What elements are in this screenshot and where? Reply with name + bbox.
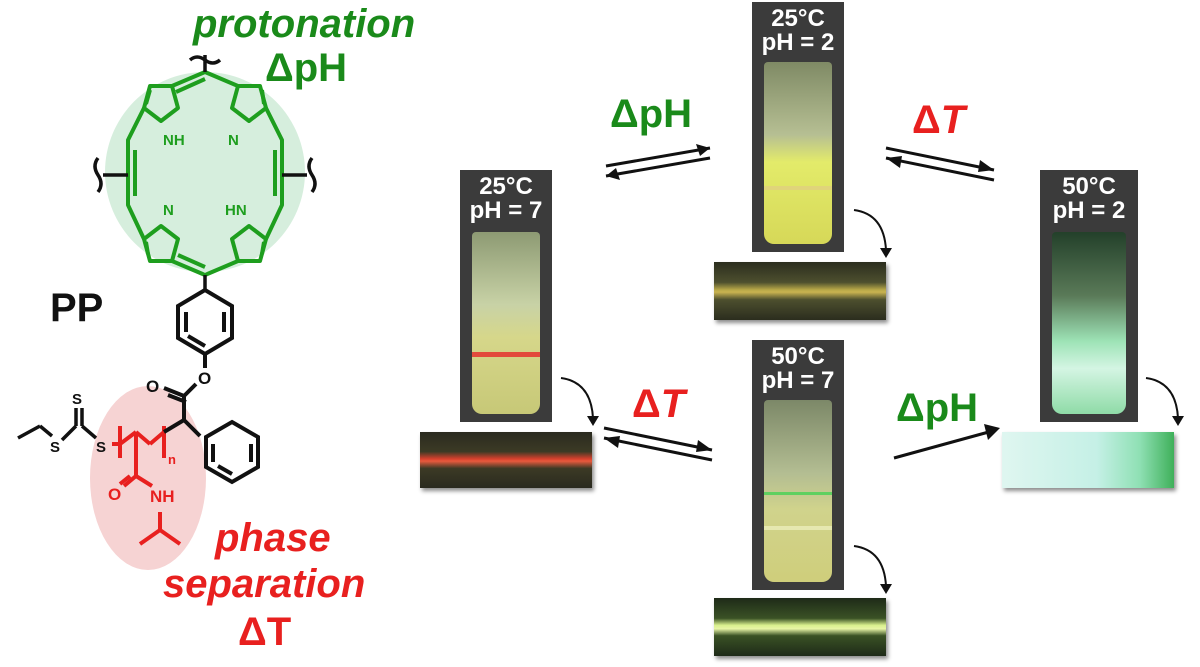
ester-bonds xyxy=(163,382,202,438)
vial-25c-ph2: 25°C pH = 2 xyxy=(752,2,844,252)
delta-ph-arrow-label-2: ΔpH xyxy=(896,386,979,430)
substituent-bonds xyxy=(93,55,317,290)
pnipam-highlight xyxy=(90,386,206,570)
phase-label: phase xyxy=(215,516,331,560)
s-label-2: S xyxy=(72,391,82,408)
equilibrium-arrow-1 xyxy=(605,144,711,180)
phase-boundary-green xyxy=(764,492,832,495)
strip-50c-ph2 xyxy=(1002,432,1174,488)
strip-25c-ph2 xyxy=(714,262,886,320)
delta-t-arrow-label-1: ΔT xyxy=(912,98,966,142)
nh-amide-label: NH xyxy=(150,487,175,506)
polymer-backbone xyxy=(112,426,182,546)
strip-50c-ph7 xyxy=(714,598,886,656)
equilibrium-arrow-2 xyxy=(885,146,995,182)
o-amide-label: O xyxy=(108,485,121,504)
equilibrium-arrow-3 xyxy=(603,426,713,462)
pp-label: PP xyxy=(50,286,104,330)
porphyrin-polymer-structure: NH N N HN O O xyxy=(17,55,317,570)
t-symbol: T xyxy=(660,382,686,426)
vial-temp: 25°C xyxy=(479,173,533,200)
zoom-arrow-4 xyxy=(1145,377,1184,426)
hn-label-bottom: HN xyxy=(225,202,247,219)
phenyl-ring xyxy=(204,419,260,485)
vial-glass xyxy=(764,62,832,244)
separation-label: separation xyxy=(163,562,366,606)
porphyrin-core xyxy=(126,70,284,277)
porphyrin-highlight xyxy=(105,72,305,272)
raft-end-group xyxy=(17,408,98,442)
n-label-top: N xyxy=(228,132,239,149)
vial-temp: 25°C xyxy=(771,5,825,32)
zoom-arrow-1 xyxy=(560,377,599,426)
s-label-3: S xyxy=(96,439,106,456)
vial-50c-ph7: 50°C pH = 7 xyxy=(752,340,844,590)
phase-boundary-red xyxy=(472,352,540,357)
zoom-arrow-3 xyxy=(853,545,892,594)
forward-arrow xyxy=(893,424,1000,460)
protonation-label: protonation xyxy=(193,2,416,46)
vial-ph: pH = 7 xyxy=(469,197,543,224)
vial-ph: pH = 2 xyxy=(761,29,835,56)
phase-boundary-yellow xyxy=(764,186,832,190)
vial-ph: pH = 2 xyxy=(1052,197,1126,224)
o-ester-label: O xyxy=(198,369,211,388)
vial-25c-ph7: 25°C pH = 7 xyxy=(460,170,552,422)
subscript-n: n xyxy=(168,452,176,467)
o-carbonyl-label: O xyxy=(146,377,159,396)
vial-temp: 50°C xyxy=(1062,173,1116,200)
strip-25c-ph7 xyxy=(420,432,592,488)
delta-t-label-bottom: ΔT xyxy=(238,610,292,654)
delta-t-arrow-label-2: ΔT xyxy=(632,382,686,426)
vial-glass xyxy=(764,400,832,582)
vial-ph: pH = 7 xyxy=(761,367,835,394)
nh-label-top: NH xyxy=(163,132,185,149)
n-label-bottom: N xyxy=(163,202,174,219)
backbone-to-ester xyxy=(162,418,186,434)
vial-glass xyxy=(1052,232,1126,414)
phenylene-ring xyxy=(176,287,234,368)
vial-temp: 50°C xyxy=(771,343,825,370)
s-label-1: S xyxy=(50,439,60,456)
t-symbol: T xyxy=(940,98,966,142)
vial-glass xyxy=(472,232,540,414)
delta-ph-label-top: ΔpH xyxy=(265,46,348,90)
delta-ph-arrow-label-1: ΔpH xyxy=(610,92,693,136)
zoom-arrow-2 xyxy=(853,209,892,258)
vial-50c-ph2: 50°C pH = 2 xyxy=(1040,170,1138,422)
phase-boundary-green-2 xyxy=(764,526,832,530)
